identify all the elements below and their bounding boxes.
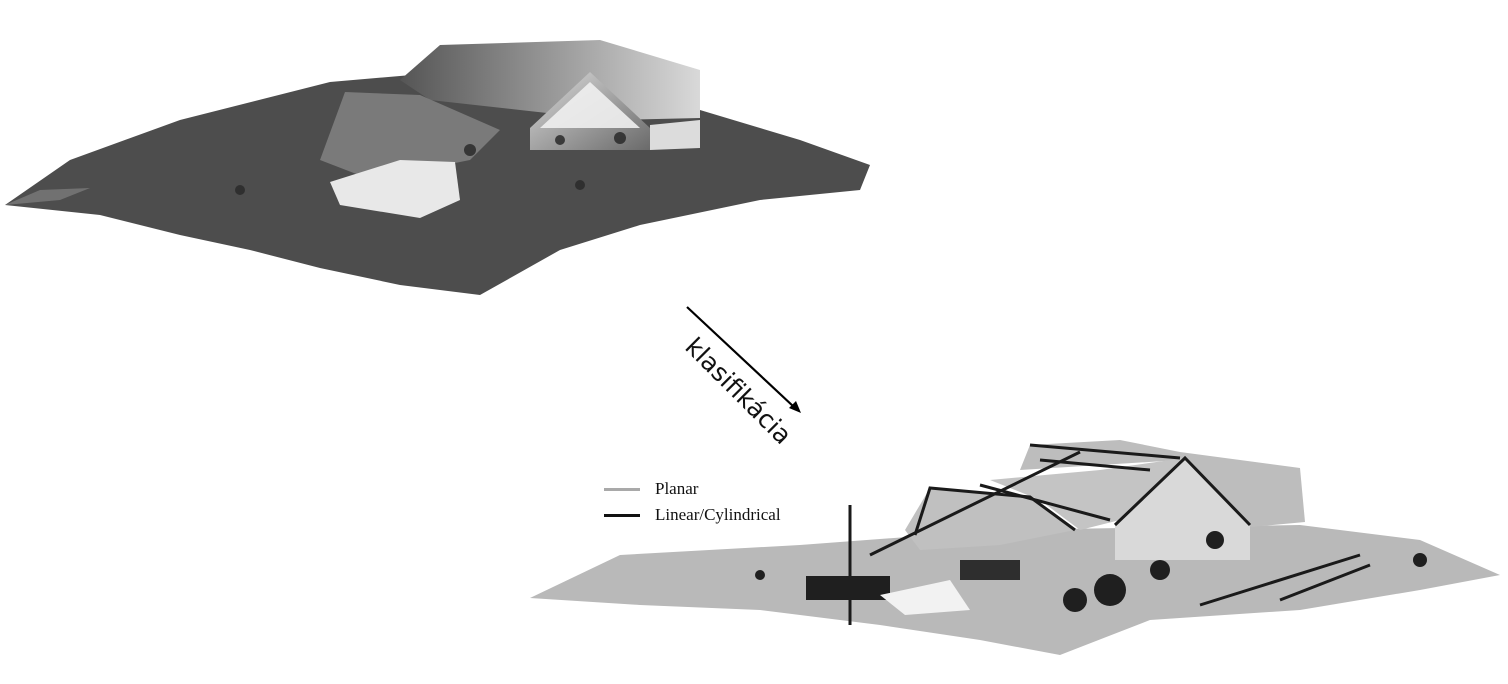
legend: Planar Linear/Cylindrical (604, 476, 781, 528)
legend-label-planar: Planar (655, 479, 698, 499)
classified-ground (530, 525, 1500, 655)
legend-swatch-planar (604, 488, 640, 491)
legend-swatch-linear (604, 514, 640, 517)
legend-item-planar: Planar (604, 476, 781, 502)
legend-item-linear: Linear/Cylindrical (604, 502, 781, 528)
legend-label-linear: Linear/Cylindrical (655, 505, 781, 525)
